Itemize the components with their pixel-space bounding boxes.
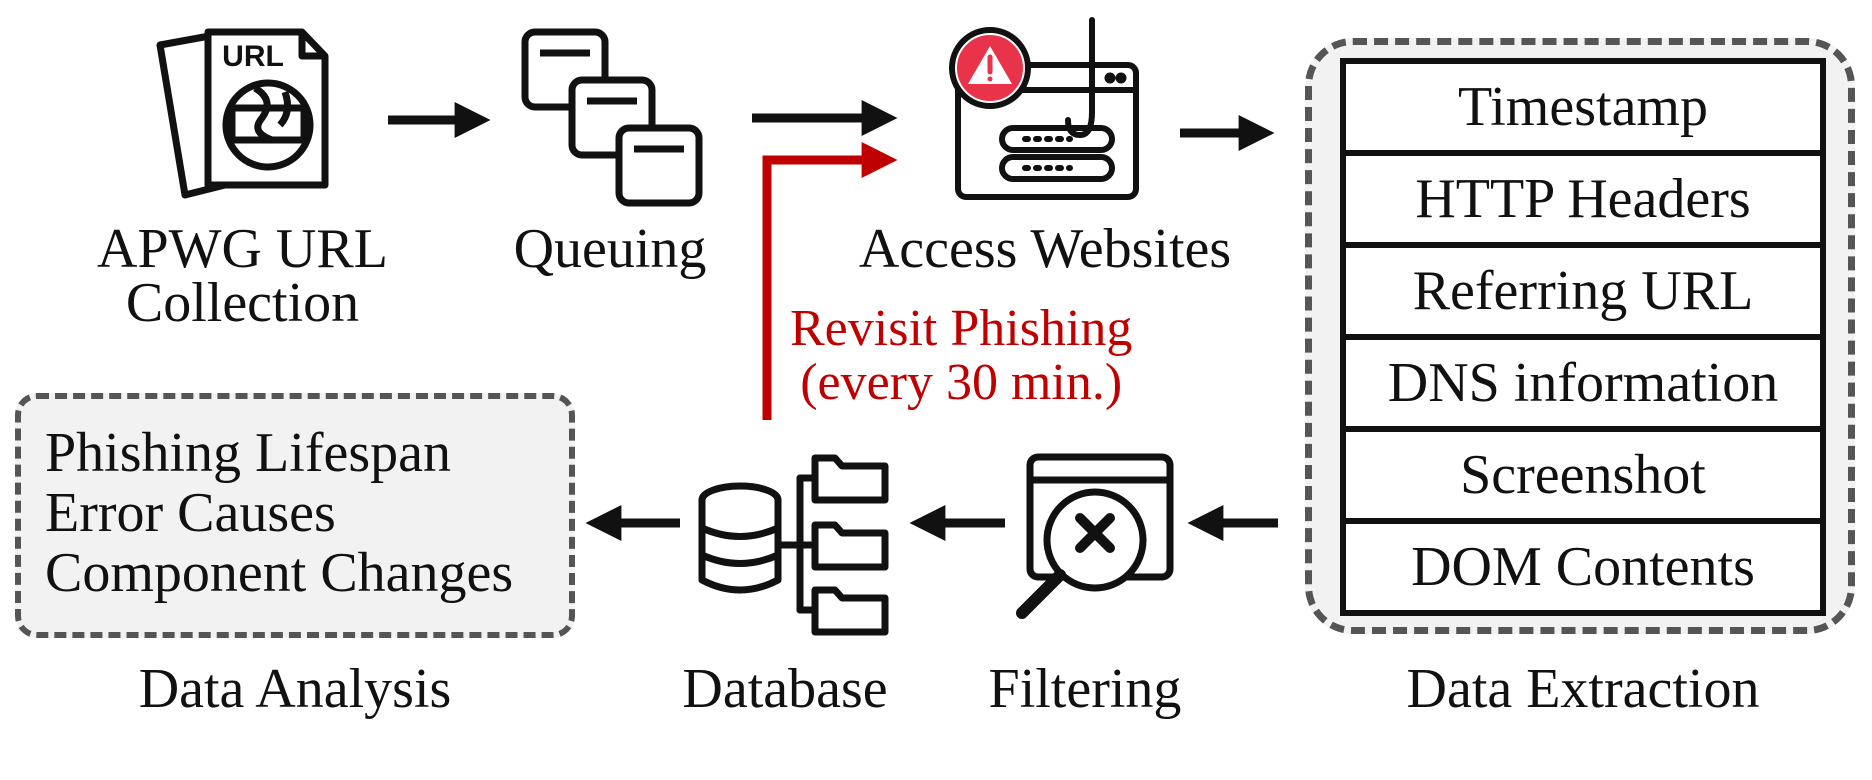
revisit-line2: (every 30 min.) — [800, 354, 1123, 411]
extraction-item-timestamp: Timestamp — [1346, 64, 1820, 156]
step-label-database: Database — [682, 658, 888, 720]
revisit-arrow — [762, 142, 898, 420]
data-extraction-list: Timestamp HTTP Headers Referring URL DNS… — [1340, 58, 1826, 616]
extraction-item-screenshot: Screenshot — [1346, 432, 1820, 524]
search-filter-x-icon — [1016, 453, 1174, 619]
revisit-note: Revisit Phishing (every 30 min.) — [790, 302, 1132, 410]
stacked-windows-icon — [521, 28, 703, 207]
extraction-item-http-headers: HTTP Headers — [1346, 156, 1820, 248]
apwg-label-line1: APWG URL — [97, 218, 388, 280]
extraction-item-dom-contents: DOM Contents — [1411, 536, 1755, 598]
revisit-line1: Revisit Phishing — [790, 300, 1133, 357]
url-icon-label: URL — [222, 40, 284, 73]
phishing-hook-alert-icon — [949, 17, 1139, 200]
step-label-analysis: Data Analysis — [138, 658, 452, 720]
extraction-item-dns-information: DNS information — [1346, 340, 1820, 432]
step-label-access: Access Websites — [858, 218, 1232, 280]
analysis-item-error-causes: Error Causes — [45, 482, 336, 544]
step-label-extraction: Data Extraction — [1406, 658, 1760, 720]
data-analysis-box: Phishing Lifespan Error Causes Component… — [15, 393, 575, 638]
analysis-item-lifespan: Phishing Lifespan — [45, 422, 451, 484]
analysis-item-component-changes: Component Changes — [45, 542, 514, 604]
step-label-queuing: Queuing — [513, 218, 707, 280]
url-document-globe-icon: URL — [156, 28, 329, 199]
apwg-label-line2: Collection — [125, 272, 360, 334]
step-label-apwg: APWG URL Collection — [70, 218, 415, 334]
extraction-item-referring-url: Referring URL — [1346, 248, 1820, 340]
database-folders-icon — [698, 454, 889, 636]
step-label-filtering: Filtering — [988, 658, 1182, 720]
